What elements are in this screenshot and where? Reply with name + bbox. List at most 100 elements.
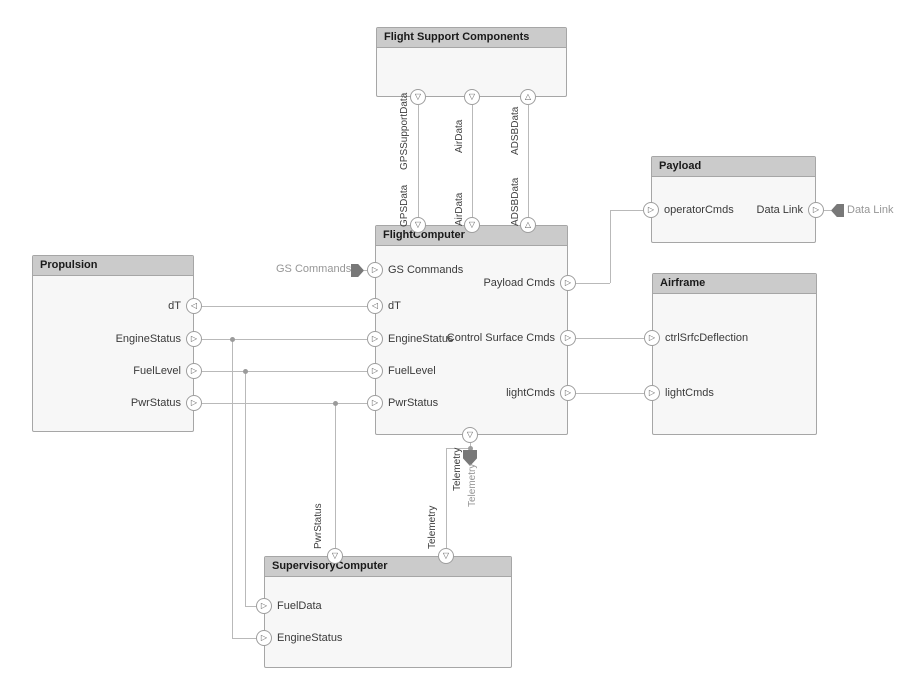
conn-payload-cmds[interactable] [610, 210, 611, 283]
external-label-telemetry: Telemetry [467, 463, 478, 507]
port-arrow-left-icon: ◁ [371, 301, 379, 310]
port-sc-enginestatus[interactable]: ▷ [256, 630, 272, 646]
line-label-telemetry-lower: Telemetry [427, 505, 438, 549]
port-arrow-right-icon: ▷ [564, 278, 572, 287]
port-label-fc-fuellevel: FuelLevel [388, 365, 436, 377]
conn-control-surface-cmds[interactable] [576, 338, 644, 339]
port-arrow-right-icon: ▷ [190, 334, 198, 343]
port-prop-fuellevel[interactable]: ▷ [186, 363, 202, 379]
port-fsc-adsbdata[interactable]: △ [520, 89, 536, 105]
block-supervisorycomputer[interactable]: SupervisoryComputer [264, 556, 512, 668]
conn-pwrstatus-branch[interactable] [335, 403, 336, 548]
port-fc-pwrstatus[interactable]: ▷ [367, 395, 383, 411]
conn-dt[interactable] [202, 306, 367, 307]
data-link-external-output-marker[interactable] [831, 204, 844, 217]
block-title-flight-support-components: Flight Support Components [377, 28, 566, 48]
conn-payload-cmds[interactable] [576, 283, 610, 284]
port-label-airframe-lightcmds: lightCmds [665, 387, 714, 399]
port-label-fc-enginestatus: EngineStatus [388, 333, 454, 345]
conn-enginestatus-branch[interactable] [232, 339, 233, 638]
conn-enginestatus[interactable] [202, 339, 367, 340]
gs-commands-external-input-marker[interactable] [351, 264, 364, 277]
port-sc-pwrstatus[interactable]: ▽ [327, 548, 343, 564]
port-arrow-down-icon: ▽ [466, 430, 474, 439]
conn-gs-commands[interactable] [364, 270, 367, 271]
port-fc-dt[interactable]: ◁ [367, 298, 383, 314]
conn-data-link[interactable] [824, 210, 831, 211]
port-fc-airdata[interactable]: ▽ [464, 217, 480, 233]
block-airframe[interactable]: Airframe [652, 273, 817, 435]
port-sc-telemetry[interactable]: ▽ [438, 548, 454, 564]
port-prop-enginestatus[interactable]: ▷ [186, 331, 202, 347]
port-airframe-ctrlsrfcdeflection[interactable]: ▷ [644, 330, 660, 346]
block-title-supervisorycomputer: SupervisoryComputer [265, 557, 511, 577]
port-arrow-right-icon: ▷ [371, 366, 379, 375]
port-fc-fuellevel[interactable]: ▷ [367, 363, 383, 379]
port-payload-data-link[interactable]: ▷ [808, 202, 824, 218]
port-fsc-gpsdata[interactable]: ▽ [410, 89, 426, 105]
port-arrow-right-icon: ▷ [260, 601, 268, 610]
conn-telemetry[interactable] [446, 448, 470, 449]
port-label-prop-enginestatus: EngineStatus [115, 333, 181, 345]
conn-gpsdata[interactable] [418, 105, 419, 217]
conn-payload-cmds[interactable] [610, 210, 643, 211]
port-label-payload-data-link: Data Link [756, 204, 803, 216]
telemetry-external-output-marker[interactable] [463, 450, 477, 466]
port-label-fc-pwrstatus: PwrStatus [388, 397, 439, 409]
port-label-airframe-ctrlsrfcdeflection: ctrlSrfcDeflection [665, 332, 749, 344]
conn-adsbdata[interactable] [528, 105, 529, 217]
port-arrow-right-icon: ▷ [648, 333, 656, 342]
conn-lightcmds[interactable] [576, 393, 644, 394]
port-arrow-right-icon: ▷ [190, 366, 198, 375]
conn-pwrstatus[interactable] [202, 403, 367, 404]
port-arrow-down-icon: ▽ [414, 92, 422, 101]
port-label-sc-fueldata: FuelData [277, 600, 322, 612]
line-label-adsbdata-bottom: ADSBData [510, 177, 521, 226]
branch-dot [229, 336, 235, 342]
port-arrow-right-icon: ▷ [564, 388, 572, 397]
block-flight-support-components[interactable]: Flight Support Components [376, 27, 567, 97]
port-sc-fueldata[interactable]: ▷ [256, 598, 272, 614]
port-prop-dt[interactable]: ◁ [186, 298, 202, 314]
block-title-propulsion: Propulsion [33, 256, 193, 276]
port-arrow-right-icon: ▷ [812, 205, 820, 214]
conn-fuellevel-branch[interactable] [245, 371, 246, 606]
port-payload-operatorcmds[interactable]: ▷ [643, 202, 659, 218]
conn-telemetry[interactable] [446, 448, 447, 548]
port-prop-pwrstatus[interactable]: ▷ [186, 395, 202, 411]
conn-fuellevel[interactable] [202, 371, 367, 372]
port-arrow-down-icon: ▽ [331, 551, 339, 560]
conn-airdata[interactable] [472, 105, 473, 217]
port-label-fc-payload-cmds: Payload Cmds [483, 277, 555, 289]
port-airframe-lightcmds[interactable]: ▷ [644, 385, 660, 401]
external-label-gs-commands: GS Commands [276, 263, 352, 275]
port-fc-adsbdata[interactable]: △ [520, 217, 536, 233]
port-fc-enginestatus[interactable]: ▷ [367, 331, 383, 347]
port-arrow-right-icon: ▷ [371, 265, 379, 274]
port-arrow-down-icon: ▽ [468, 220, 476, 229]
port-fc-control-surface-cmds[interactable]: ▷ [560, 330, 576, 346]
block-title-flightcomputer: FlightComputer [376, 226, 567, 246]
port-arrow-down-icon: ▽ [468, 92, 476, 101]
port-fc-telemetry[interactable]: ▽ [462, 427, 478, 443]
line-label-gpsdata: GPSData [399, 184, 410, 227]
port-label-payload-operatorcmds: operatorCmds [664, 204, 734, 216]
conn-enginestatus-branch[interactable] [232, 638, 256, 639]
conn-fuellevel-branch[interactable] [245, 606, 256, 607]
block-title-airframe: Airframe [653, 274, 816, 294]
port-arrow-down-icon: ▽ [414, 220, 422, 229]
port-fc-lightcmds[interactable]: ▷ [560, 385, 576, 401]
port-label-prop-fuellevel: FuelLevel [133, 365, 181, 377]
block-payload[interactable]: Payload [651, 156, 816, 243]
port-fc-gpssupportdata[interactable]: ▽ [410, 217, 426, 233]
block-title-payload: Payload [652, 157, 815, 177]
block-flightcomputer[interactable]: FlightComputer [375, 225, 568, 435]
port-fc-gs-commands[interactable]: ▷ [367, 262, 383, 278]
port-arrow-right-icon: ▷ [564, 333, 572, 342]
line-label-gpssupportdata: GPSSupportData [399, 92, 410, 170]
port-fsc-airdata[interactable]: ▽ [464, 89, 480, 105]
port-fc-payload-cmds[interactable]: ▷ [560, 275, 576, 291]
port-label-fc-dt: dT [388, 300, 401, 312]
port-arrow-right-icon: ▷ [648, 388, 656, 397]
